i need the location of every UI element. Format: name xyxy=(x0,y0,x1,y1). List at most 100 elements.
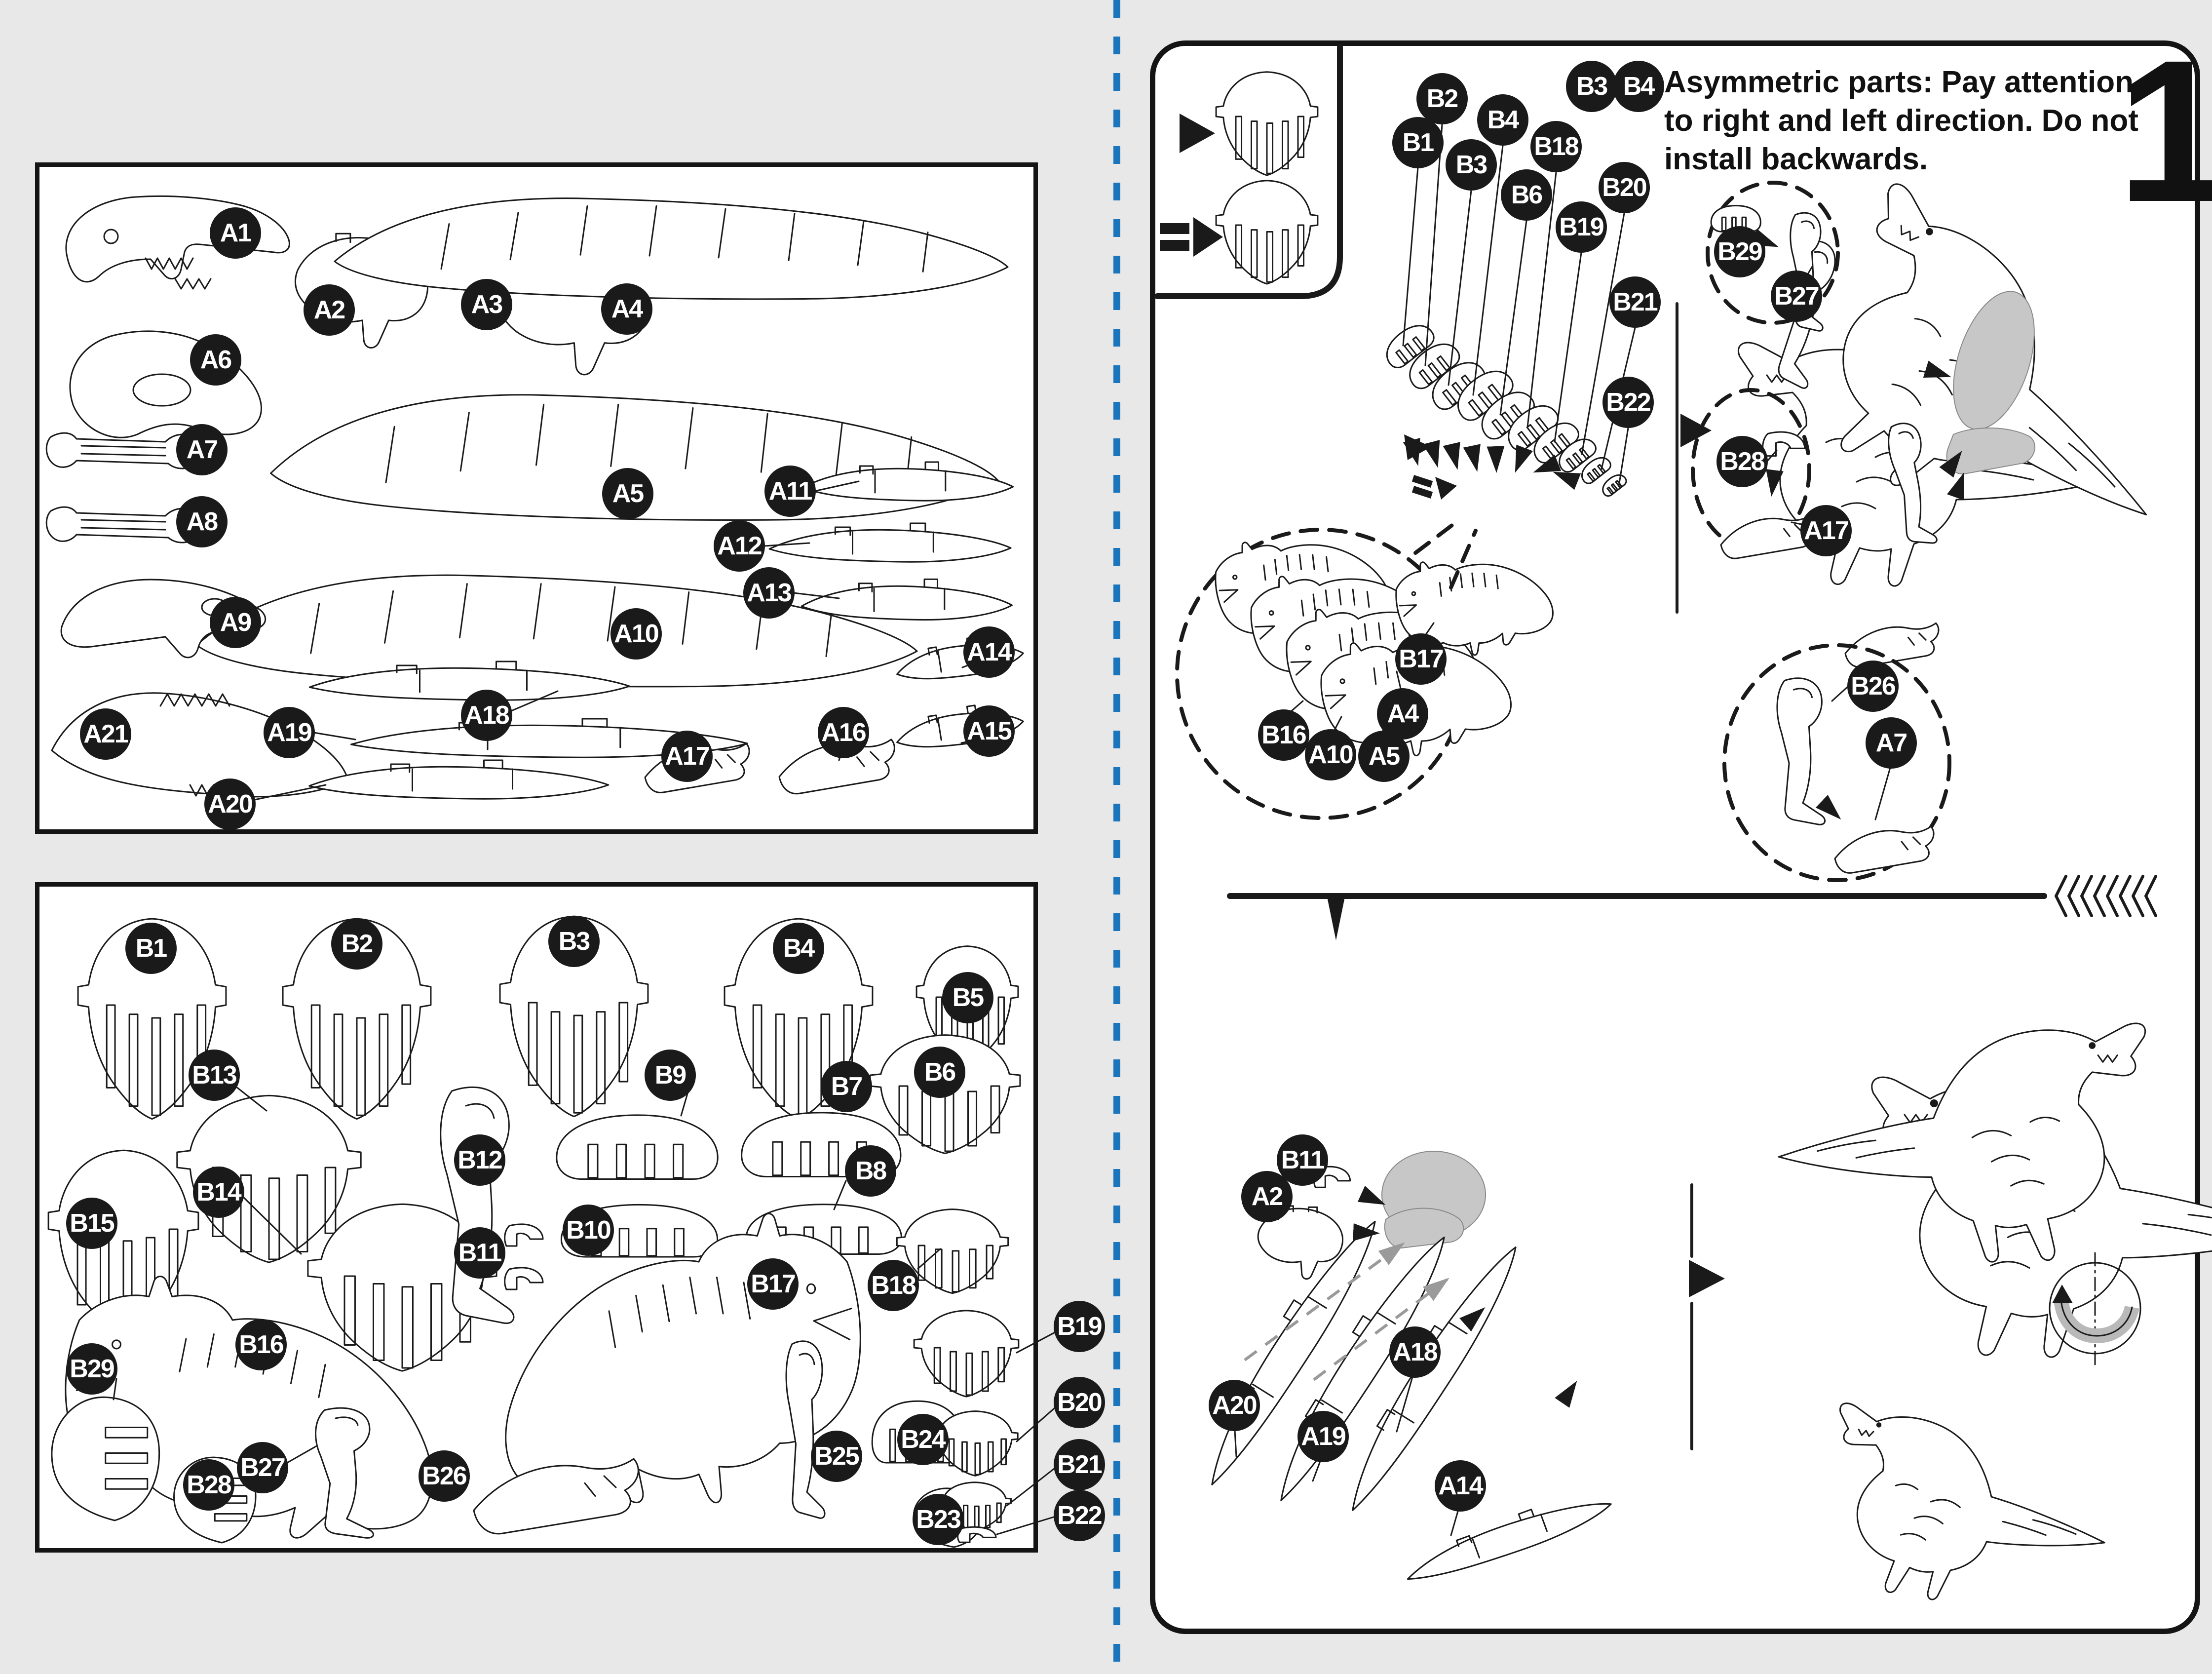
part-label-sheet-b-B11: B11 xyxy=(454,1227,505,1279)
part-label-step-B3: B3 xyxy=(1446,139,1497,191)
part-label-step-B18: B18 xyxy=(1530,121,1582,172)
part-label-sheet-a-A3: A3 xyxy=(461,279,512,330)
part-label-step-B22: B22 xyxy=(1602,377,1654,428)
part-label-sheet-a-A13: A13 xyxy=(743,567,795,619)
part-label-sheet-b-B24: B24 xyxy=(897,1414,949,1465)
part-label-sheet-a-A8: A8 xyxy=(176,496,228,547)
part-label-sheet-a-A21: A21 xyxy=(80,708,131,760)
upper-right-figure xyxy=(1754,180,2212,668)
legend-box xyxy=(1157,47,1340,296)
part-label-sheet-b-B8: B8 xyxy=(845,1145,896,1197)
part-label-sheet-b-B20: B20 xyxy=(1054,1377,1105,1428)
part-label-sheet-a-A11: A11 xyxy=(764,466,816,517)
chevron-stack-icon xyxy=(2055,875,2157,917)
step1-art xyxy=(1157,47,2212,1623)
part-label-sheet-a-A17: A17 xyxy=(661,731,713,782)
sheet-b-pieces xyxy=(48,916,1059,1548)
part-label-step-B1: B1 xyxy=(1392,117,1444,168)
part-label-sheet-a-A15: A15 xyxy=(963,705,1015,757)
part-label-step-B28: B28 xyxy=(1716,436,1768,487)
part-label-step-A5: A5 xyxy=(1358,731,1410,782)
part-label-step-B29: B29 xyxy=(1714,226,1765,277)
result-figure-bottom xyxy=(1815,1401,2120,1623)
part-label-sheet-b-B29: B29 xyxy=(66,1343,117,1395)
part-label-sheet-b-B14: B14 xyxy=(193,1167,244,1218)
part-label-sheet-b-B22: B22 xyxy=(1054,1490,1105,1541)
highlighted-leg xyxy=(1953,291,2035,430)
sheet-b-leader-lines xyxy=(114,1085,1059,1534)
part-label-step-A20: A20 xyxy=(1209,1380,1260,1431)
part-label-step-A19: A19 xyxy=(1297,1411,1349,1462)
part-label-step-B26: B26 xyxy=(1847,661,1899,712)
part-label-sheet-b-B21: B21 xyxy=(1054,1439,1105,1490)
part-label-sheet-a-A10: A10 xyxy=(610,608,662,660)
step-number: 1 xyxy=(2117,18,2212,244)
part-label-sheet-a-A1: A1 xyxy=(210,207,261,259)
part-label-step-B6: B6 xyxy=(1501,169,1552,221)
part-label-sheet-b-B10: B10 xyxy=(563,1205,614,1256)
part-label-sheet-b-B7: B7 xyxy=(821,1061,872,1112)
part-label-step-A2: A2 xyxy=(1241,1171,1293,1222)
part-label-step-B20: B20 xyxy=(1599,162,1650,213)
part-label-sheet-b-B1: B1 xyxy=(125,923,177,974)
part-label-sheet-a-A20: A20 xyxy=(204,779,256,830)
part-label-sheet-b-B5: B5 xyxy=(942,972,993,1023)
part-label-step-B17: B17 xyxy=(1395,633,1447,685)
part-label-step-B19: B19 xyxy=(1556,201,1607,253)
part-label-step-B4: B4 xyxy=(1477,94,1528,146)
part-label-sheet-b-B27: B27 xyxy=(237,1442,288,1493)
rotate-around-axis-icon xyxy=(2050,1253,2140,1367)
part-label-sheet-b-B4: B4 xyxy=(773,923,824,974)
part-label-step-A17: A17 xyxy=(1800,505,1852,556)
blue-dashed-cut-divider xyxy=(1113,0,1120,1674)
part-label-sheet-a-A12: A12 xyxy=(714,520,765,572)
detail-circle-b26-a7 xyxy=(1724,645,1949,880)
lower-assembly xyxy=(1188,1076,2212,1591)
part-label-sheet-b-B25: B25 xyxy=(811,1431,862,1482)
part-label-sheet-a-A19: A19 xyxy=(264,707,315,758)
part-label-sheet-b-B18: B18 xyxy=(868,1260,919,1311)
part-label-step-B21: B21 xyxy=(1609,276,1661,328)
part-label-step-B16: B16 xyxy=(1258,709,1309,761)
part-label-sheet-a-A16: A16 xyxy=(818,707,869,758)
next-arrow-icon xyxy=(1689,1260,1725,1297)
part-label-sheet-a-A2: A2 xyxy=(304,284,355,336)
part-label-sheet-b-B26: B26 xyxy=(419,1450,470,1502)
part-label-sheet-a-A18: A18 xyxy=(461,690,512,741)
part-label-sheet-b-B12: B12 xyxy=(454,1134,505,1186)
mini-double-bar-arrow-icon xyxy=(1411,475,1457,500)
part-label-sheet-b-B2: B2 xyxy=(331,918,382,970)
part-label-sheet-b-B23: B23 xyxy=(913,1494,964,1545)
part-label-sheet-b-B16: B16 xyxy=(235,1319,287,1370)
part-label-step-B11: B11 xyxy=(1277,1134,1328,1186)
middle-divider xyxy=(1230,875,2157,940)
part-label-sheet-b-B9: B9 xyxy=(645,1050,696,1101)
part-label-step-A18: A18 xyxy=(1389,1326,1441,1378)
part-label-sheet-b-B6: B6 xyxy=(914,1047,965,1098)
part-label-sheet-b-B19: B19 xyxy=(1054,1301,1105,1352)
mini-insert-arrow-icon xyxy=(1404,434,1431,460)
part-label-sheet-a-A9: A9 xyxy=(210,597,261,648)
part-label-sheet-b-B15: B15 xyxy=(66,1198,117,1249)
part-label-step-A7: A7 xyxy=(1866,717,1917,769)
part-label-sheet-b-B13: B13 xyxy=(189,1050,240,1101)
part-label-step-A14: A14 xyxy=(1435,1460,1486,1512)
part-label-sheet-b-B3: B3 xyxy=(548,916,600,967)
part-label-note-B3: B3 xyxy=(1566,61,1617,112)
rib-fan xyxy=(1378,317,1629,499)
solid-right-arrow-icon xyxy=(1180,114,1215,153)
double-bar-arrow-icon xyxy=(1160,217,1223,257)
part-label-sheet-b-B17: B17 xyxy=(747,1258,799,1310)
part-label-sheet-a-A6: A6 xyxy=(190,334,241,386)
part-label-sheet-a-A7: A7 xyxy=(176,424,228,475)
part-label-sheet-b-B28: B28 xyxy=(183,1459,234,1511)
part-label-sheet-a-A5: A5 xyxy=(602,468,653,519)
asymmetric-parts-note: Asymmetric parts: Pay attention to right… xyxy=(1664,65,2138,177)
part-label-sheet-a-A14: A14 xyxy=(963,626,1015,678)
part-label-step-B2: B2 xyxy=(1416,73,1468,124)
next-arrow-icon xyxy=(1680,414,1712,447)
down-triangle-icon xyxy=(1327,895,1345,940)
detail-circle-b28-a17 xyxy=(1693,390,1815,559)
